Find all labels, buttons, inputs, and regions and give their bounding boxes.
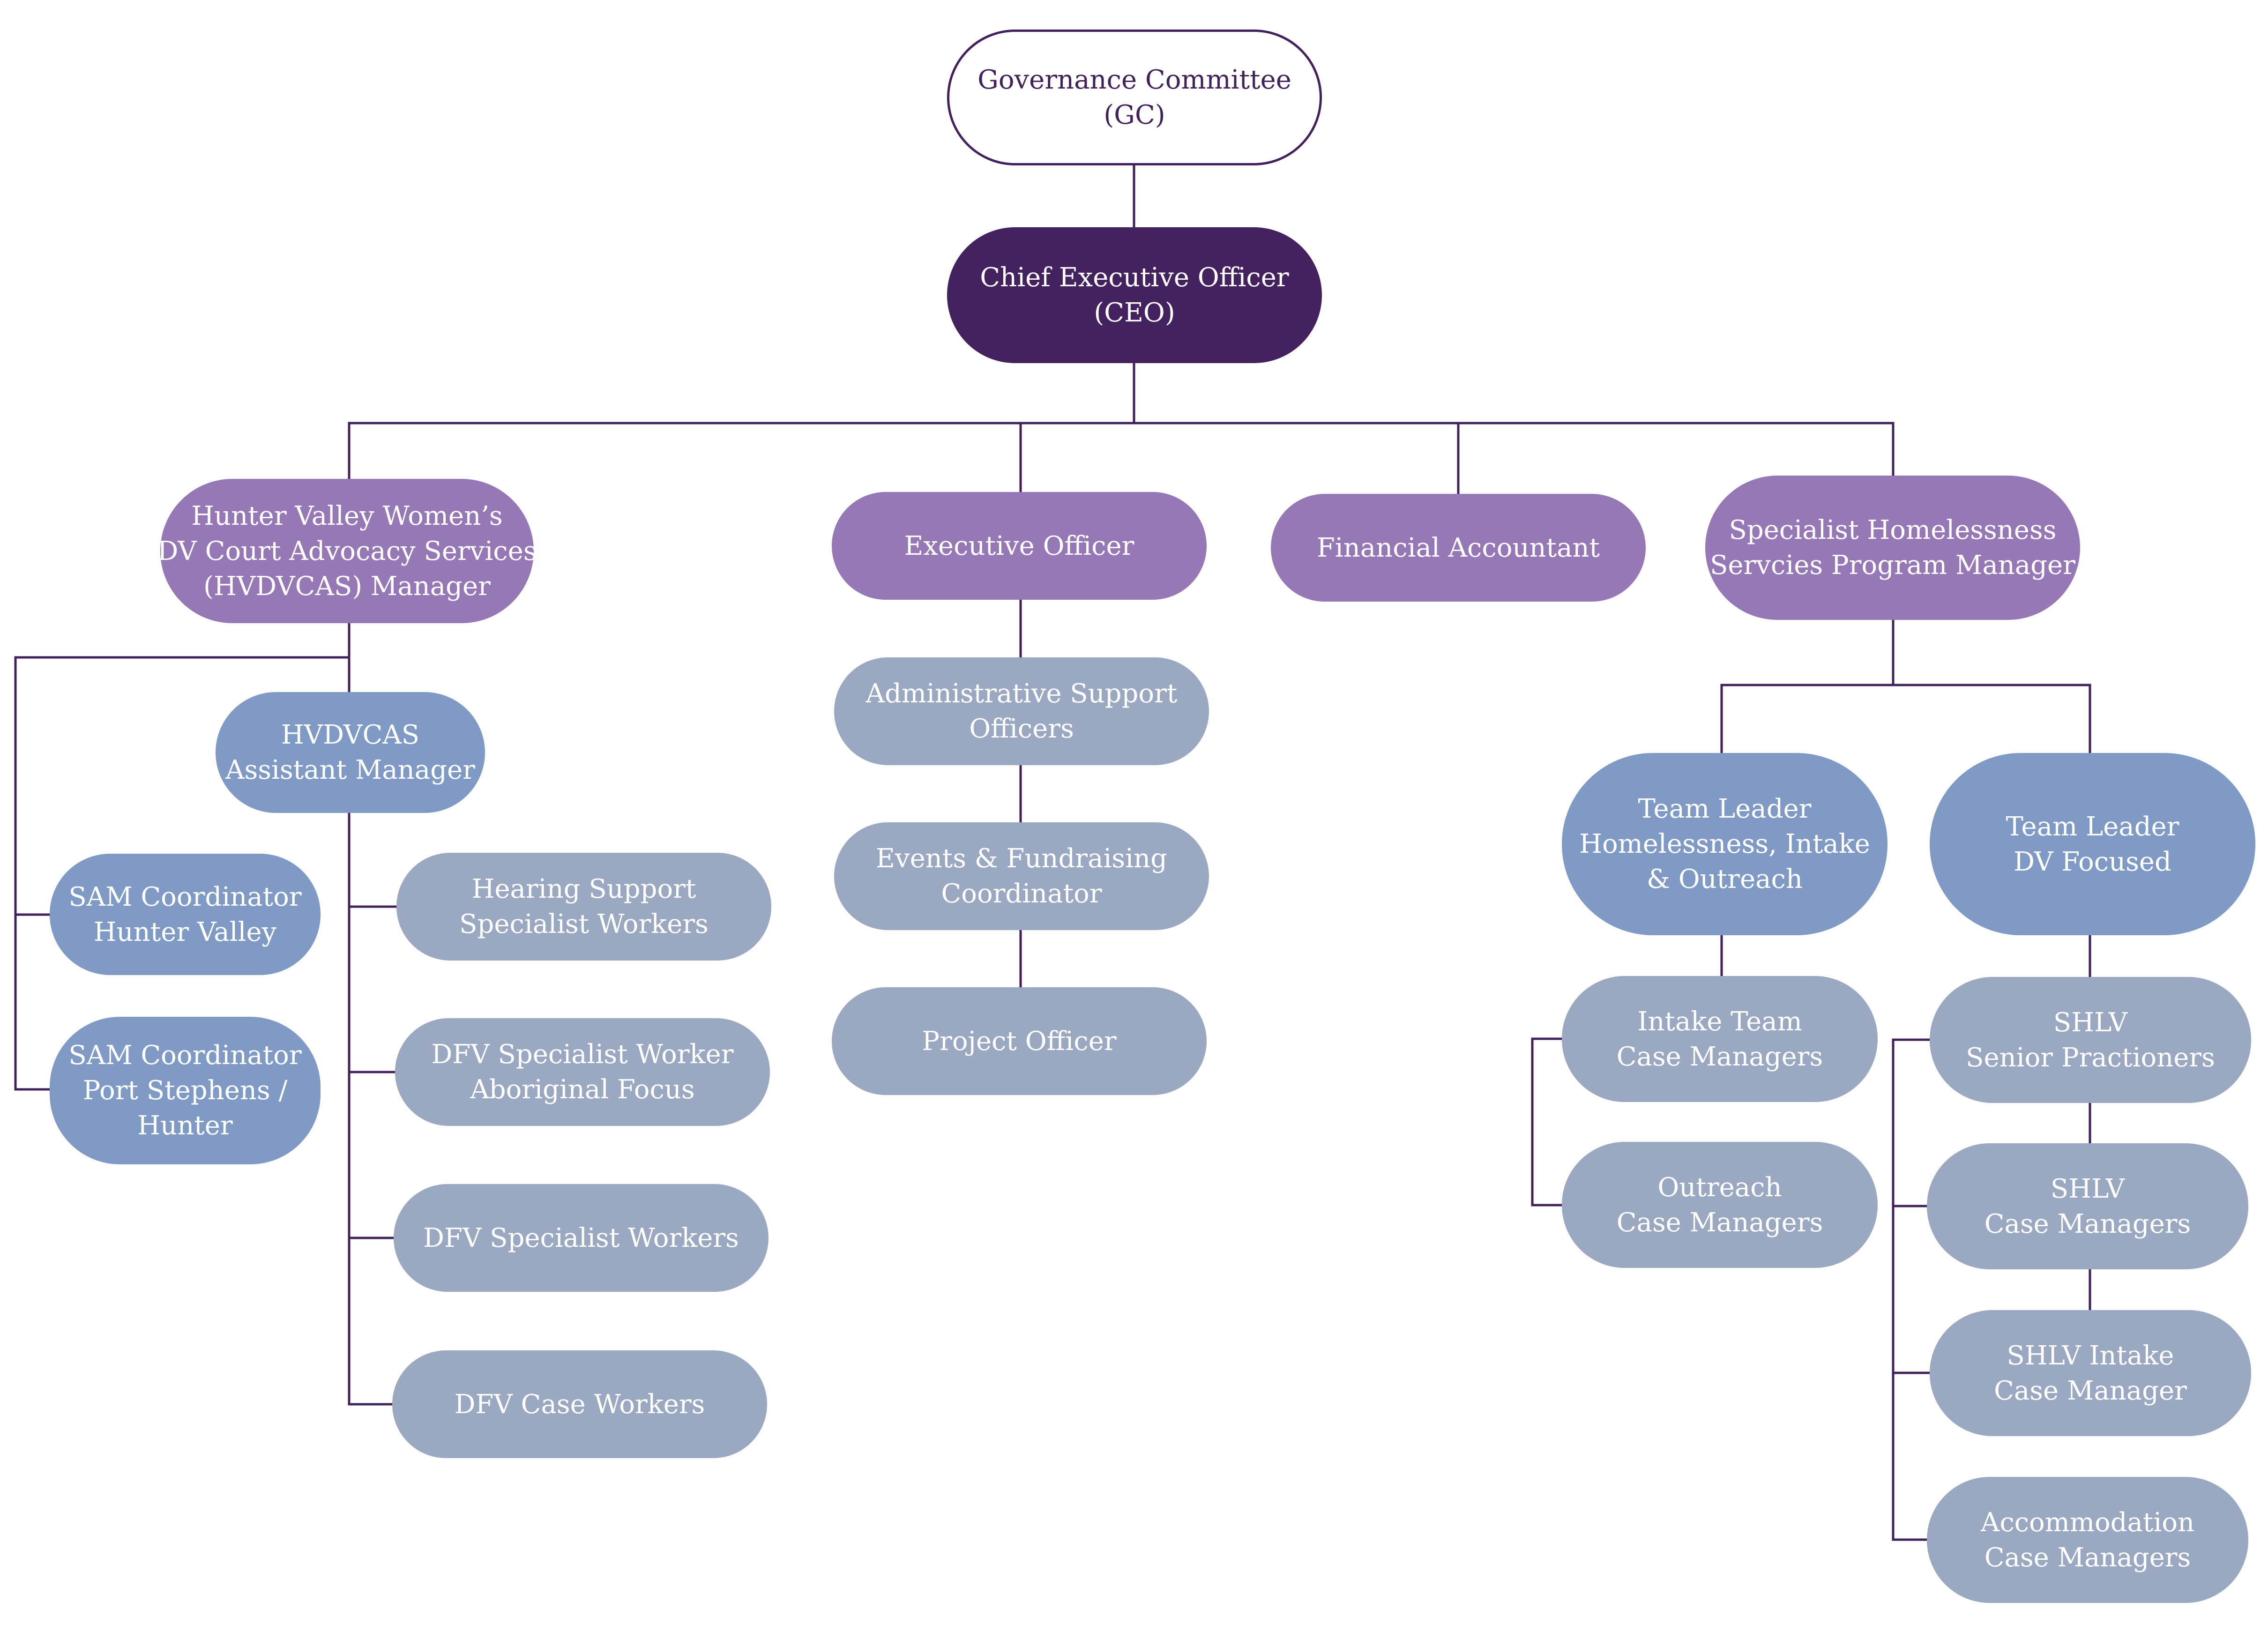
- node-administrative-support: Administrative Support Officers: [834, 657, 1209, 765]
- node-chief-executive-officer: Chief Executive Officer (CEO): [947, 227, 1322, 363]
- node-line: & Outreach: [1647, 864, 1803, 894]
- node-line: Case Manager: [1994, 1375, 2187, 1406]
- node-line: HVDVCAS: [281, 720, 420, 750]
- node-line: Port Stephens /: [82, 1075, 288, 1106]
- node-line: Accommodation: [1980, 1507, 2195, 1538]
- node-line: Hunter Valley Women’s: [191, 500, 503, 531]
- node-line: SHLV: [2050, 1173, 2125, 1204]
- node-line: Case Managers: [1984, 1542, 2191, 1573]
- node-line: Case Managers: [1984, 1208, 2191, 1239]
- node-line: Case Managers: [1616, 1041, 1823, 1072]
- node-line: Financial Accountant: [1316, 532, 1600, 563]
- node-shs-program-manager: Specialist Homelessness Servcies Program…: [1705, 476, 2080, 620]
- node-line: Specialist Workers: [459, 909, 709, 939]
- node-line: Officers: [969, 714, 1074, 744]
- node-line: DFV Specialist Workers: [423, 1222, 739, 1253]
- node-line: Events & Fundraising: [876, 843, 1167, 874]
- node-shlv-case-managers: SHLV Case Managers: [1927, 1143, 2248, 1269]
- node-line: (HVDVCAS) Manager: [203, 571, 491, 602]
- node-line: Executive Officer: [904, 530, 1134, 561]
- node-intake-team-case-managers: Intake Team Case Managers: [1562, 976, 1878, 1102]
- node-line: DFV Case Workers: [454, 1389, 705, 1420]
- node-line: SAM Coordinator: [68, 1040, 302, 1071]
- node-line: Case Managers: [1616, 1207, 1823, 1238]
- node-hvdvcas-manager: Hunter Valley Women’s DV Court Advocacy …: [157, 479, 537, 623]
- node-line: Intake Team: [1637, 1006, 1802, 1037]
- node-sam-coordinator-port-stephens: SAM Coordinator Port Stephens / Hunter: [50, 1017, 321, 1164]
- node-line: Specialist Homelessness: [1729, 515, 2057, 545]
- node-shlv-intake-case-manager: SHLV Intake Case Manager: [1930, 1310, 2251, 1436]
- node-line: Aboriginal Focus: [470, 1074, 695, 1105]
- node-team-leader-homelessness: Team Leader Homelessness, Intake & Outre…: [1562, 753, 1888, 935]
- node-line: DV Court Advocacy Services: [157, 536, 537, 566]
- node-dfv-case-workers: DFV Case Workers: [392, 1350, 767, 1458]
- node-line: Administrative Support: [865, 678, 1178, 709]
- node-team-leader-dv-focused: Team Leader DV Focused: [1930, 753, 2255, 935]
- node-line: Governance Committee: [977, 65, 1291, 95]
- node-sam-coordinator-hunter-valley: SAM Coordinator Hunter Valley: [50, 854, 321, 975]
- node-shlv-senior-practioners: SHLV Senior Practioners: [1930, 977, 2251, 1103]
- node-line: Hearing Support: [471, 874, 696, 904]
- node-line: DFV Specialist Worker: [431, 1039, 734, 1070]
- node-line: Hunter Valley: [93, 916, 277, 947]
- node-hvdvcas-assistant-manager: HVDVCAS Assistant Manager: [216, 692, 485, 813]
- node-line: (GC): [1104, 100, 1165, 130]
- node-line: Chief Executive Officer: [980, 262, 1289, 293]
- node-line: Coordinator: [941, 879, 1102, 909]
- node-outreach-case-managers: Outreach Case Managers: [1562, 1142, 1878, 1268]
- node-line: SHLV: [2053, 1007, 2128, 1038]
- node-line: DV Focused: [2014, 846, 2171, 877]
- node-line: Hunter: [137, 1110, 233, 1141]
- node-line: Team Leader: [2006, 811, 2179, 842]
- node-dfv-specialist-workers: DFV Specialist Workers: [394, 1184, 768, 1292]
- node-line: Homelessness, Intake: [1579, 829, 1870, 859]
- node-financial-accountant: Financial Accountant: [1271, 494, 1646, 602]
- node-line: Project Officer: [922, 1026, 1117, 1057]
- node-dfv-specialist-aboriginal: DFV Specialist Worker Aboriginal Focus: [395, 1018, 770, 1126]
- node-line: Assistant Manager: [225, 755, 475, 785]
- node-line: Senior Practioners: [1966, 1042, 2215, 1073]
- node-line: Team Leader: [1638, 794, 1812, 824]
- node-line: SHLV Intake: [2007, 1340, 2174, 1371]
- node-executive-officer: Executive Officer: [832, 492, 1207, 600]
- node-hearing-support-workers: Hearing Support Specialist Workers: [396, 853, 771, 961]
- node-line: SAM Coordinator: [68, 881, 302, 912]
- node-line: (CEO): [1094, 298, 1175, 328]
- node-governance-committee: Governance Committee (GC): [947, 30, 1322, 165]
- node-accommodation-case-managers: Accommodation Case Managers: [1927, 1477, 2248, 1603]
- node-events-fundraising: Events & Fundraising Coordinator: [834, 822, 1209, 930]
- node-line: Servcies Program Manager: [1710, 550, 2075, 581]
- node-line: Outreach: [1657, 1172, 1782, 1203]
- node-project-officer: Project Officer: [832, 987, 1207, 1095]
